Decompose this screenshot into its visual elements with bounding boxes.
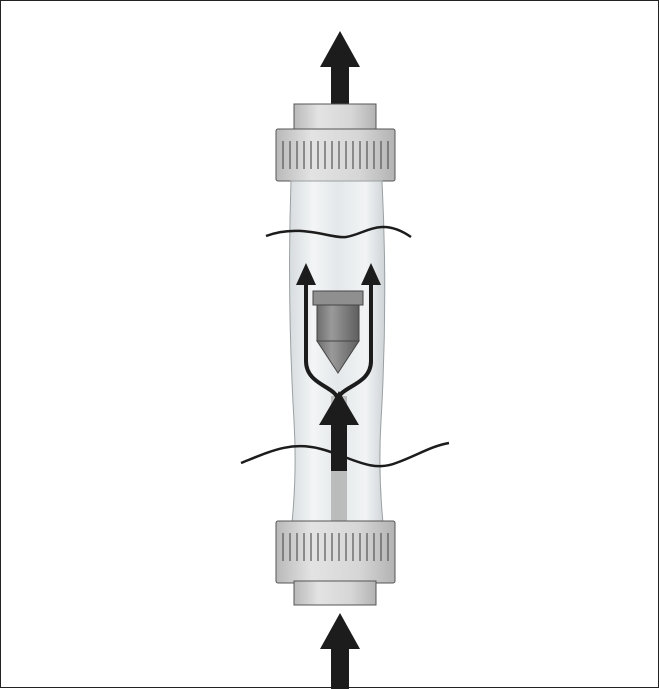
bottom-fitting <box>275 520 396 606</box>
inner-flow-shaft <box>331 411 347 471</box>
top-fitting <box>275 103 396 182</box>
break-line-upper <box>265 225 412 239</box>
split-arrow-left-head <box>296 263 316 285</box>
float-icon <box>312 290 364 374</box>
split-arrow-right-head <box>361 263 381 285</box>
inner-flow-head <box>319 391 359 425</box>
flow-in-arrow-icon <box>320 613 360 689</box>
flow-out-arrow-icon <box>320 31 360 111</box>
break-line-lower <box>240 441 450 468</box>
